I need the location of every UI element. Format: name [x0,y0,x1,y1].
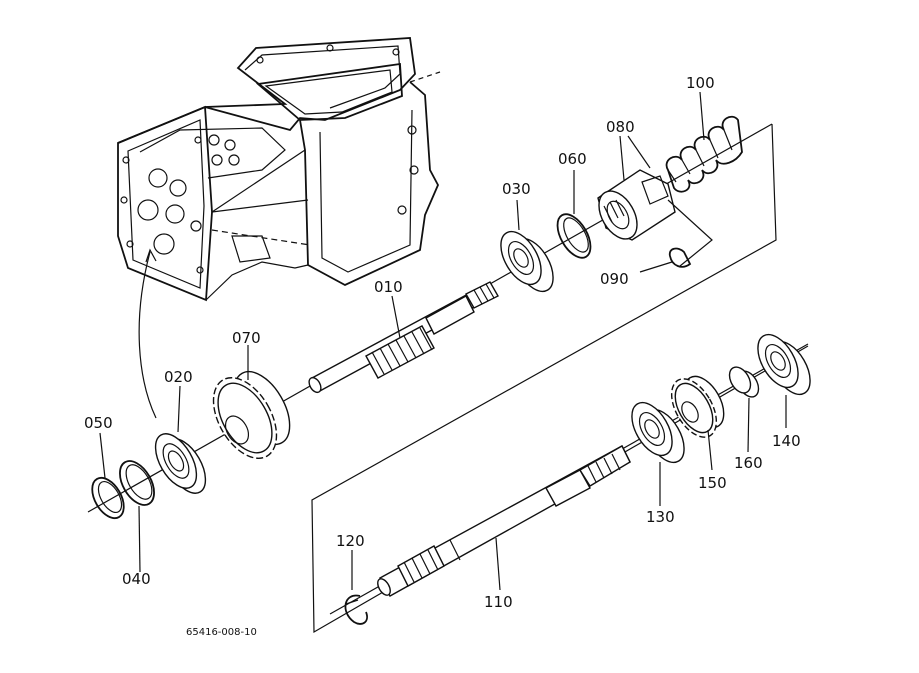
callout-060: 060 [558,150,587,168]
callout-020: 020 [164,368,193,386]
transmission-case [117,37,441,302]
part-120-snap-ring [344,594,368,625]
callout-140: 140 [772,432,801,450]
callout-040: 040 [122,570,151,588]
part-010-shaft [308,281,499,394]
part-060-snap-ring [556,213,592,259]
part-030-bearing [500,230,554,293]
part-050-snap-ring [91,476,125,520]
part-040-ring [119,460,155,506]
part-080-coupling [597,169,676,241]
callout-160: 160 [734,454,763,472]
callout-130: 130 [646,508,675,526]
part-110-shaft [377,445,631,597]
callout-120: 120 [336,532,365,550]
callout-090: 090 [600,270,629,288]
part-160-collar [728,366,760,398]
arrow-head [145,248,157,263]
callout-030: 030 [502,180,531,198]
part-130-bearing [631,401,685,464]
callout-070: 070 [232,329,261,347]
assembly-arrow [138,251,157,419]
part-020-bearing [154,433,207,494]
part-100-spring [665,115,743,193]
callout-100: 100 [686,74,715,92]
callout-110: 110 [484,593,513,611]
part-140-bearing [757,333,811,396]
callout-050: 050 [84,414,113,432]
callout-labels: 050 040 020 070 010 030 060 080 090 100 … [84,74,801,611]
group-bracket-080 [667,199,713,267]
part-090-clip [668,247,692,268]
callout-080: 080 [606,118,635,136]
leader-lines [99,91,787,591]
callout-150: 150 [698,474,727,492]
callout-010: 010 [374,278,403,296]
drawing-number: 65416-008-10 [186,627,257,638]
part-150-gear [670,375,725,438]
part-070-gear [212,370,291,459]
